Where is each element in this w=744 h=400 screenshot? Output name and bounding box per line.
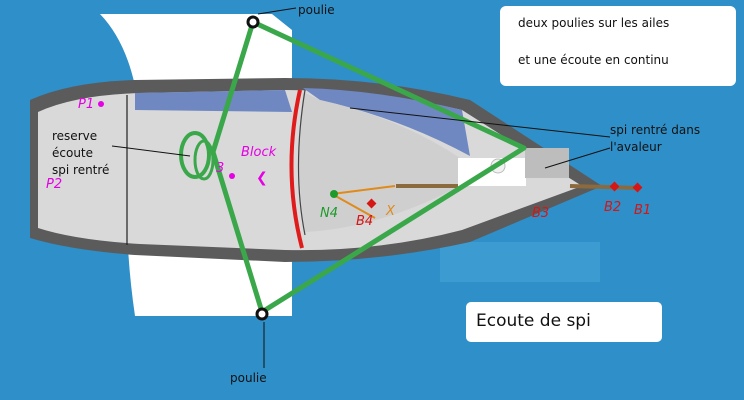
pulley-top-icon [246,15,260,29]
marker-b1 [632,182,643,193]
marker-b2 [609,181,620,192]
label-reserve-3: spi rentré [52,163,109,177]
info-line-1: deux poulies sur les ailes [518,16,670,30]
label-block: Block [241,145,277,160]
label-b3: B3 [532,206,549,221]
pointer-poulie-top [257,7,297,15]
label-3: 3 [216,161,224,176]
cabin [299,92,460,232]
label-reserve-1: reserve [52,129,97,143]
sail-band-left [135,90,292,112]
label-b1: B1 [634,203,651,218]
marker-3 [229,173,235,179]
background-patch [440,242,600,282]
caption-card: Ecoute de spi [466,302,662,342]
line-orange-2 [331,193,376,219]
wing-top [100,14,292,86]
line-orange-1 [331,185,396,195]
caption-title: Ecoute de spi [476,311,591,331]
cabin-outline [297,89,306,236]
pointer-spi [349,107,611,138]
pole-fore [569,184,641,190]
red-arc [289,89,304,249]
sheet-coil-inner [193,139,215,181]
wing-bottom [128,248,292,316]
marker-p1 [98,101,104,107]
label-poulie-top: poulie [298,3,335,17]
label-p1: P1 [78,97,94,112]
pointer-reserve [111,145,191,157]
label-x: X [385,204,396,219]
label-b4: B4 [356,214,373,229]
label-n4: N4 [320,206,338,221]
label-reserve-2: écoute [52,146,93,160]
label-spi-1: spi rentré dans [610,123,700,137]
label-b2: B2 [604,200,621,215]
info-line-2: et une écoute en continu [518,53,669,67]
marker-n4 [330,190,338,198]
marker-b4 [366,198,377,209]
label-p2: P2 [46,177,62,192]
info-card: deux poulies sur les ailes et une écoute… [500,6,736,86]
label-spi-2: l'avaleur [610,140,662,154]
pulley-bottom-icon [255,307,269,321]
block-symbol-icon: ❮ [256,170,268,186]
label-poulie-bottom: poulie [230,371,267,385]
pointer-spi-2 [544,147,611,169]
